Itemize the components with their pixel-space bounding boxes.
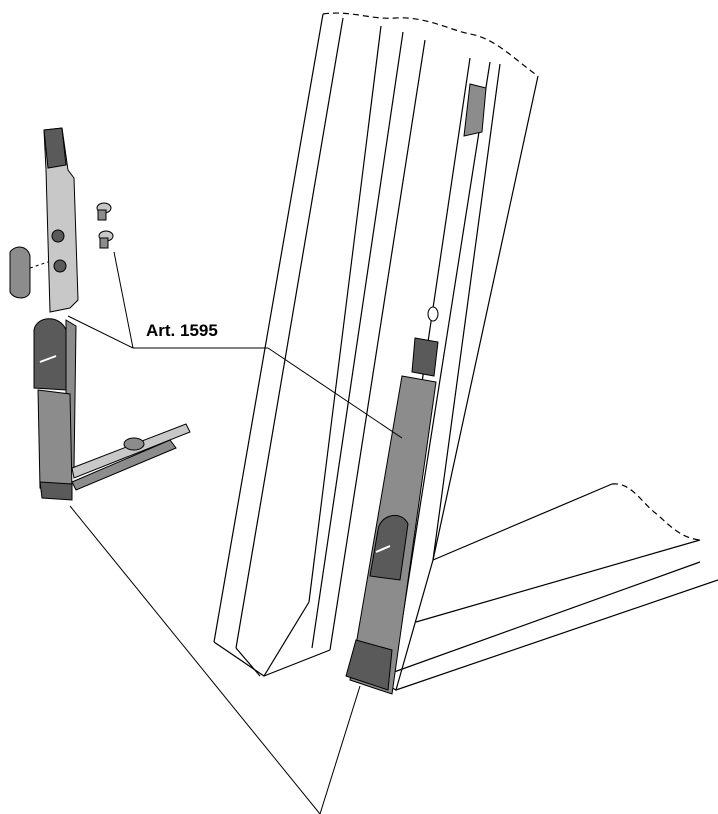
screw-icon (96, 202, 112, 221)
brand-logo-icon (375, 545, 391, 553)
callout-label: Art. 1595 (146, 321, 218, 340)
mounted-hardware (345, 83, 487, 695)
screw-icon (98, 230, 114, 249)
leader-lines (67, 251, 403, 814)
screw-hole (427, 306, 439, 322)
brand-logo-icon (39, 355, 57, 363)
exploded-part (9, 127, 191, 501)
